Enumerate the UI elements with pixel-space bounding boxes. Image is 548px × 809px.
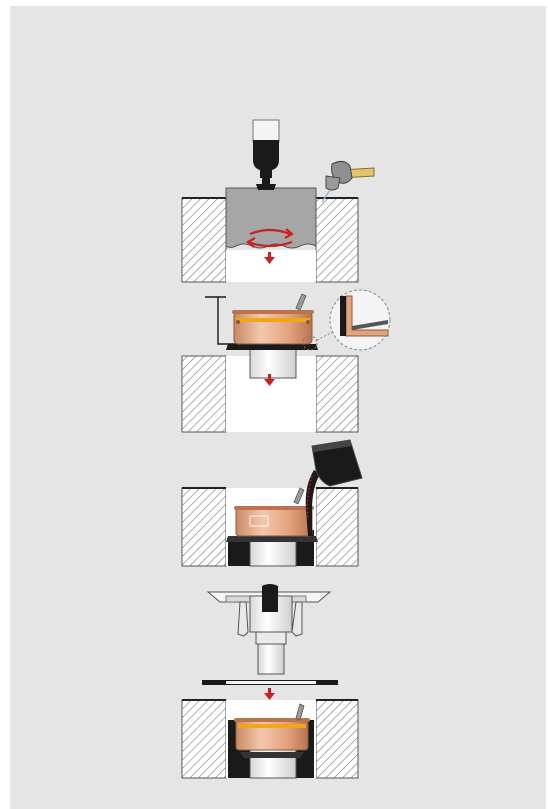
drain-body-icon (226, 310, 318, 379)
down-arrow-icon (264, 374, 275, 386)
step-insert-drain (181, 289, 391, 433)
step-drain-top-assembly (206, 584, 332, 675)
rotation-arrows-icon (246, 228, 294, 248)
water-tap-icon (321, 160, 375, 203)
pouring-bucket-icon (311, 439, 363, 487)
down-arrow-icon (264, 252, 275, 264)
detail-magnifier-icon (302, 289, 391, 351)
drain-body-icon (234, 718, 310, 779)
drain-body-icon (226, 506, 318, 567)
concrete-slab-right (315, 487, 359, 567)
concrete-slab-left (181, 699, 227, 779)
concrete-slab-right (315, 699, 359, 779)
concrete-slab-right (315, 355, 359, 433)
concrete-slab-right (315, 197, 359, 283)
concrete-slab-left (181, 197, 227, 283)
drain-top-icon (206, 584, 332, 675)
concrete-slab-left (181, 487, 227, 567)
step-core-drilling (181, 119, 375, 283)
down-arrow-icon (264, 688, 275, 700)
step-install-top (181, 680, 359, 779)
step-pour-grout (181, 439, 363, 567)
gasket-ring-icon (202, 680, 338, 685)
drill-core (225, 187, 317, 249)
core-drill-icon (252, 119, 280, 190)
concrete-slab-left (181, 355, 227, 433)
